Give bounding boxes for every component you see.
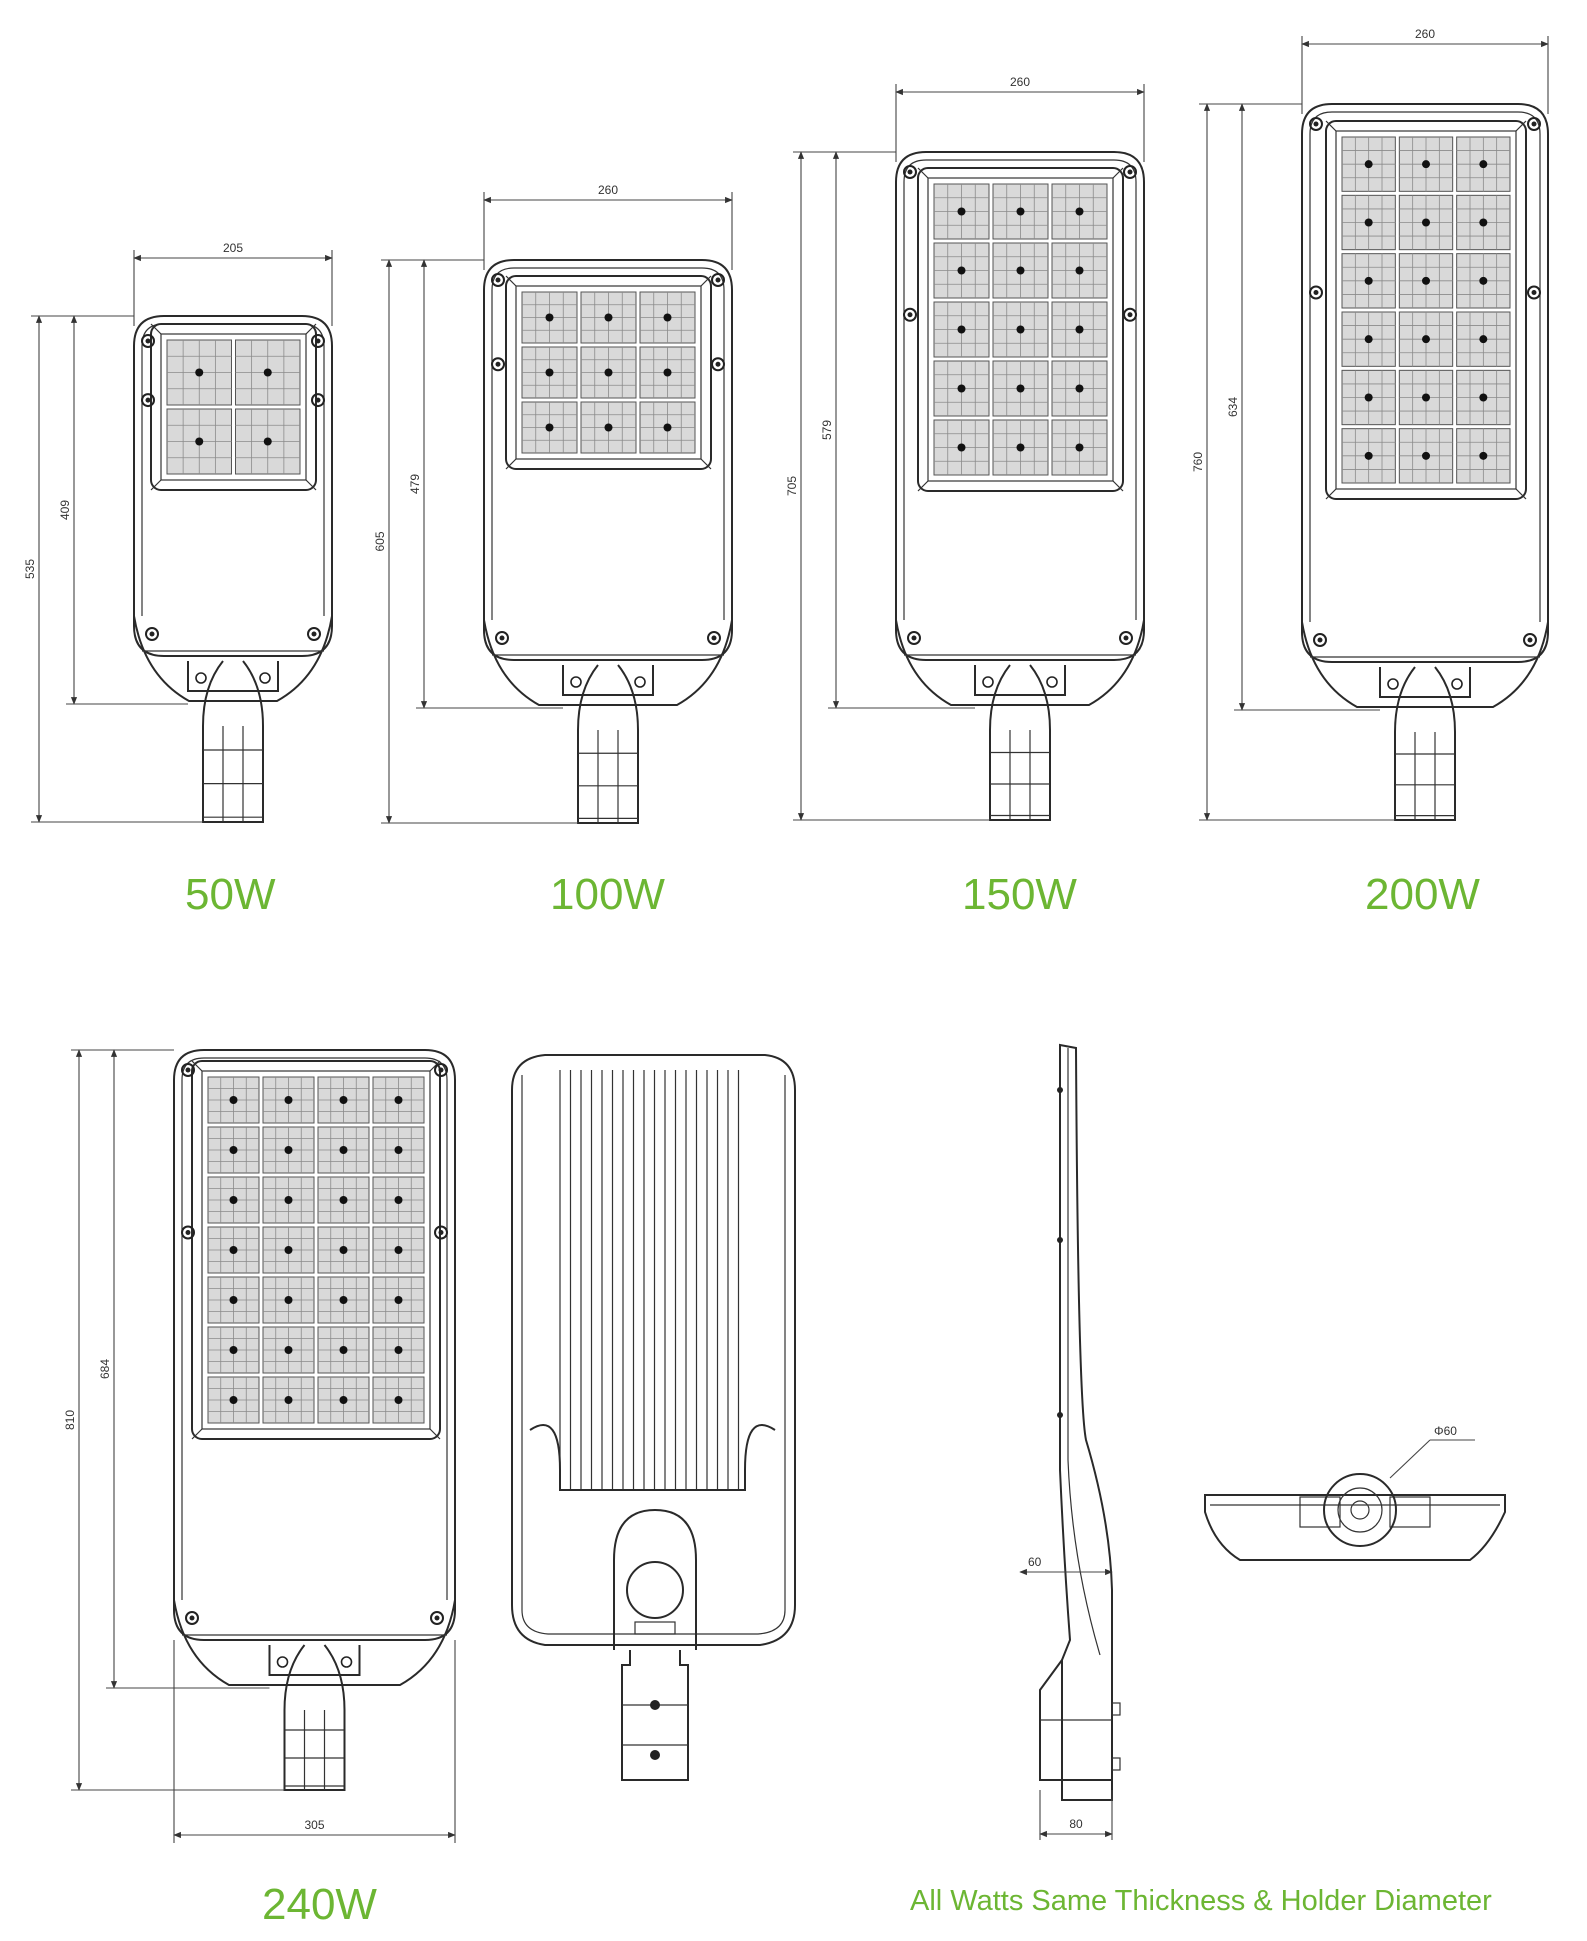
width-dimension: 260 [598,183,618,197]
back-view-240w [511,1054,796,1781]
thickness-dimension: 60 [1028,1555,1042,1569]
body-height-dimension: 479 [408,474,422,494]
holder-diameter-dimension: Φ60 [1434,1424,1457,1438]
note-text: All Watts Same Thickness & Holder Diamet… [910,1885,1492,1917]
dimensions-240w: 305 810 684 [63,1049,456,1843]
lamp-front-240w: 305 810 684 [63,1049,456,1843]
side-view [1019,1043,1121,1840]
dimensions-150w: 260 705 579 [785,75,1145,821]
total-height-dimension: 605 [373,531,387,551]
wattage-label: 200W [1365,870,1480,919]
width-dimension: 205 [223,241,243,255]
wattage-label: 100W [550,870,665,919]
width-dimension: 305 [304,1818,324,1832]
body-height-dimension: 409 [58,500,72,520]
dimensions-100w: 260 605 479 [373,183,733,824]
wattage-label: 50W [185,870,276,919]
width-dimension: 260 [1010,75,1030,89]
lamp-front-200w: 260 760 634 [1191,27,1549,821]
end-view [1204,1439,1506,1561]
total-height-dimension: 760 [1191,452,1205,472]
width-dimension: 260 [1415,27,1435,41]
lamp-front-150w: 260 705 579 [785,75,1145,821]
wattage-label: 240W [262,1880,377,1929]
total-height-dimension: 535 [23,559,37,579]
bracket-dimension: 80 [1069,1817,1083,1831]
body-height-dimension: 579 [820,420,834,440]
lamp-front-100w: 260 605 479 [373,183,733,824]
body-height-dimension: 684 [98,1359,112,1379]
dimensions-50w: 205 535 409 [23,241,333,823]
dimensions-200w: 260 760 634 [1191,27,1549,821]
wattage-label: 150W [962,870,1077,919]
body-height-dimension: 634 [1226,397,1240,417]
total-height-dimension: 810 [63,1410,77,1430]
total-height-dimension: 705 [785,476,799,496]
lamp-front-50w: 205 535 409 [23,241,333,823]
